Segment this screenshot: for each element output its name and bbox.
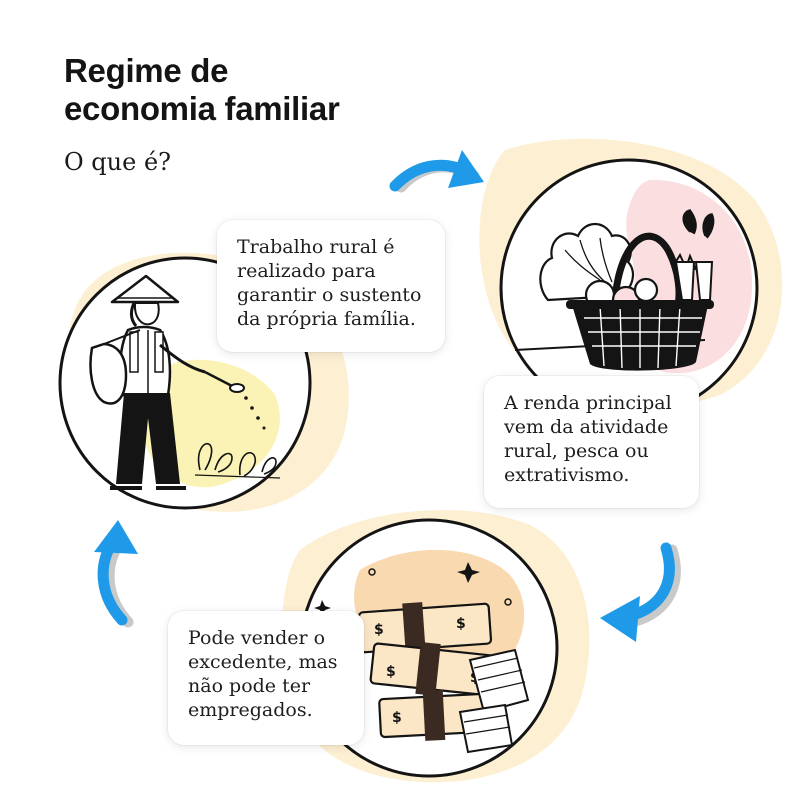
cycle-arrow-icon <box>94 150 681 642</box>
money-stacks-icon: $ $ $ $ $ <box>299 518 559 778</box>
card-3-line-2: excedente, mas <box>188 651 338 673</box>
card-2-line-4: extrativismo. <box>504 464 630 486</box>
svg-text:$: $ <box>392 710 402 726</box>
step-card-3: Pode vender o excedente, mas não pode te… <box>168 611 364 745</box>
card-1-line-3: garantir o sustento <box>237 284 422 306</box>
step-card-1: Trabalho rural é realizado para garantir… <box>217 220 445 352</box>
card-1-line-2: realizado para <box>237 260 376 282</box>
card-1-line-4: da própria família. <box>237 308 416 330</box>
svg-text:$: $ <box>374 622 384 638</box>
card-3-line-1: Pode vender o <box>188 627 326 649</box>
page-title: Regime de economia familiar <box>64 52 340 128</box>
card-2-line-3: rural, pesca ou <box>504 440 649 462</box>
vegetable-basket-icon <box>499 158 759 418</box>
card-2-line-1: A renda principal <box>504 392 672 414</box>
svg-text:$: $ <box>386 664 396 680</box>
card-3-line-4: empregados. <box>188 699 313 721</box>
page-subtitle: O que é? <box>64 148 172 176</box>
card-1-line-1: Trabalho rural é <box>237 236 395 258</box>
step-card-2: A renda principal vem da atividade rural… <box>484 376 699 508</box>
svg-text:$: $ <box>456 616 466 632</box>
title-line-2: economia familiar <box>64 90 340 127</box>
card-3-line-3: não pode ter <box>188 675 311 697</box>
card-2-line-2: vem da atividade <box>504 416 669 438</box>
title-line-1: Regime de <box>64 52 229 89</box>
